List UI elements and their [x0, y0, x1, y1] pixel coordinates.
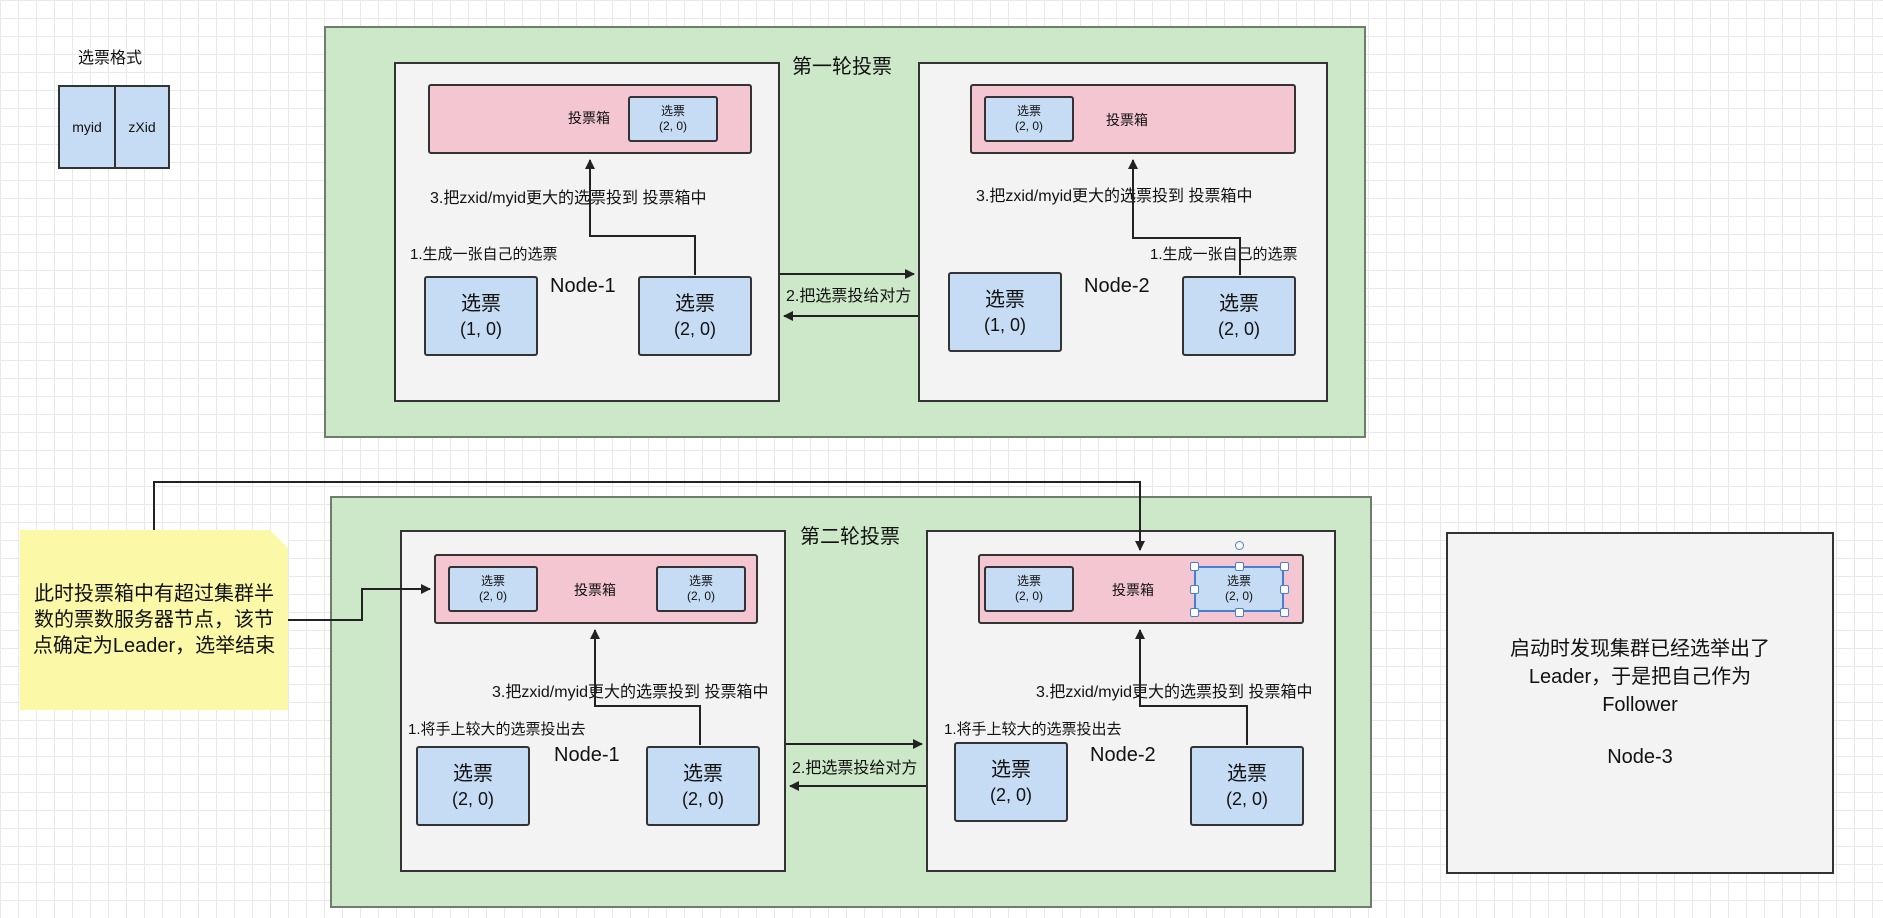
vote-value: (2, 0) [989, 785, 1032, 805]
vote-value: (2, 0) [673, 319, 716, 339]
round1-node1-box-vote[interactable]: 选票 (2, 0) [628, 96, 718, 142]
vote-title: 选票 [675, 293, 715, 315]
arrow-r2-node1-to-box [590, 629, 701, 745]
rotate-handle[interactable] [1235, 541, 1244, 550]
vote-value: (2, 0) [1014, 119, 1043, 133]
round2-node2-step3: 3.把zxid/myid更大的选票投到 投票箱中 [1036, 684, 1313, 701]
selection-handle[interactable] [1190, 608, 1199, 617]
node3-text: 启动时发现集群已经选举出了Leader，于是把自己作为Follower [1510, 638, 1770, 716]
sticky-note[interactable]: 此时投票箱中有超过集群半数的票数服务器节点，该节点确定为Leader，选举结束 [20, 530, 288, 710]
vote-value: (2, 0) [451, 789, 494, 809]
vote-title: 选票 [660, 104, 685, 118]
vote-title: 选票 [453, 763, 493, 785]
round1-node1-vote-a[interactable]: 选票 (1, 0) [424, 276, 538, 356]
arrow-r2-node2-to-box [1135, 629, 1248, 745]
note-text: 此时投票箱中有超过集群半数的票数服务器节点，该节点确定为Leader，选举结束 [32, 583, 276, 657]
selection-handle[interactable] [1280, 608, 1289, 617]
vote-title: 选票 [688, 574, 713, 588]
round2-node1-step3: 3.把zxid/myid更大的选票投到 投票箱中 [492, 684, 769, 701]
arrow-r1-node2-to-box [1128, 159, 1241, 275]
round2-node1-name: Node-1 [554, 744, 620, 766]
arrow-note-to-r2-node1-box [288, 584, 431, 621]
vote-title: 选票 [683, 763, 723, 785]
round2-node2-step1: 1.将手上较大的选票投出去 [944, 721, 1122, 738]
selection-handle[interactable] [1190, 562, 1199, 571]
round2-node1-box-vote-b[interactable]: 选票 (2, 0) [656, 566, 746, 612]
round2-node1-vote-a[interactable]: 选票 (2, 0) [416, 746, 530, 826]
vote-value: (1, 0) [983, 315, 1026, 335]
round1-node1-name: Node-1 [550, 275, 616, 297]
round1-step2: 2.把选票投给对方 [786, 288, 912, 305]
round2-title: 第二轮投票 [800, 526, 900, 548]
note-fold [270, 530, 288, 548]
round2-step2: 2.把选票投给对方 [792, 760, 918, 777]
vote-value: (1, 0) [459, 319, 502, 339]
vote-value: (2, 0) [1217, 319, 1260, 339]
vote-title: 选票 [985, 289, 1025, 311]
round2-node2-vote-b[interactable]: 选票 (2, 0) [1190, 746, 1304, 826]
format-cell-zxid[interactable]: zXid [114, 85, 170, 169]
selection-handle[interactable] [1235, 562, 1244, 571]
vote-title: 选票 [1016, 574, 1041, 588]
selection-handle[interactable] [1280, 585, 1289, 594]
vote-title: 选票 [1227, 763, 1267, 785]
round1-node2-box-vote[interactable]: 选票 (2, 0) [984, 96, 1074, 142]
round1-node2-vote-a[interactable]: 选票 (1, 0) [948, 272, 1062, 352]
vote-value: (2, 0) [681, 789, 724, 809]
node3-name: Node-3 [1607, 746, 1673, 768]
arrow-r1-node1-to-box [585, 159, 696, 275]
round2-node2-name: Node-2 [1090, 744, 1156, 766]
round2-node1-box-label: 投票箱 [574, 582, 616, 598]
round2-node2-box-label: 投票箱 [1112, 582, 1154, 598]
round1-node2-vote-b[interactable]: 选票 (2, 0) [1182, 276, 1296, 356]
vote-title: 选票 [1219, 293, 1259, 315]
round2-node1-vote-b[interactable]: 选票 (2, 0) [646, 746, 760, 826]
round2-node1-step1: 1.将手上较大的选票投出去 [408, 721, 586, 738]
selection-handle[interactable] [1235, 608, 1244, 617]
vote-title: 选票 [480, 574, 505, 588]
vote-value: (2, 0) [478, 589, 507, 603]
arrow-note-to-r2-node2-box [153, 481, 1145, 551]
round1-node1-step1: 1.生成一张自己的选票 [410, 246, 558, 263]
round2-node2-box-vote-b-selected[interactable]: 选票 (2, 0) [1194, 566, 1284, 612]
round1-node2-step3: 3.把zxid/myid更大的选票投到 投票箱中 [976, 188, 1253, 205]
round2-node1-box-vote-a[interactable]: 选票 (2, 0) [448, 566, 538, 612]
selection-handle[interactable] [1190, 585, 1199, 594]
round2-node2-vote-a[interactable]: 选票 (2, 0) [954, 742, 1068, 822]
round1-title: 第一轮投票 [792, 56, 892, 78]
vote-value: (2, 0) [1225, 789, 1268, 809]
vote-title: 选票 [991, 759, 1031, 781]
vote-title: 选票 [461, 293, 501, 315]
round1-node2-step1: 1.生成一张自己的选票 [1150, 246, 1298, 263]
round1-node1-box-label: 投票箱 [568, 110, 610, 126]
round2-node2-box-vote-a[interactable]: 选票 (2, 0) [984, 566, 1074, 612]
vote-value: (2, 0) [1224, 589, 1253, 603]
vote-title: 选票 [1226, 574, 1251, 588]
format-title: 选票格式 [78, 50, 143, 67]
round1-node1-vote-b[interactable]: 选票 (2, 0) [638, 276, 752, 356]
vote-value: (2, 0) [686, 589, 715, 603]
vote-title: 选票 [1016, 104, 1041, 118]
vote-value: (2, 0) [658, 119, 687, 133]
round1-node2-box-label: 投票箱 [1106, 112, 1148, 128]
round1-node1-step3: 3.把zxid/myid更大的选票投到 投票箱中 [430, 190, 707, 207]
selection-handle[interactable] [1280, 562, 1289, 571]
round1-node2-name: Node-2 [1084, 275, 1150, 297]
node3-box[interactable]: 启动时发现集群已经选举出了Leader，于是把自己作为Follower Node… [1446, 532, 1834, 874]
vote-value: (2, 0) [1014, 589, 1043, 603]
